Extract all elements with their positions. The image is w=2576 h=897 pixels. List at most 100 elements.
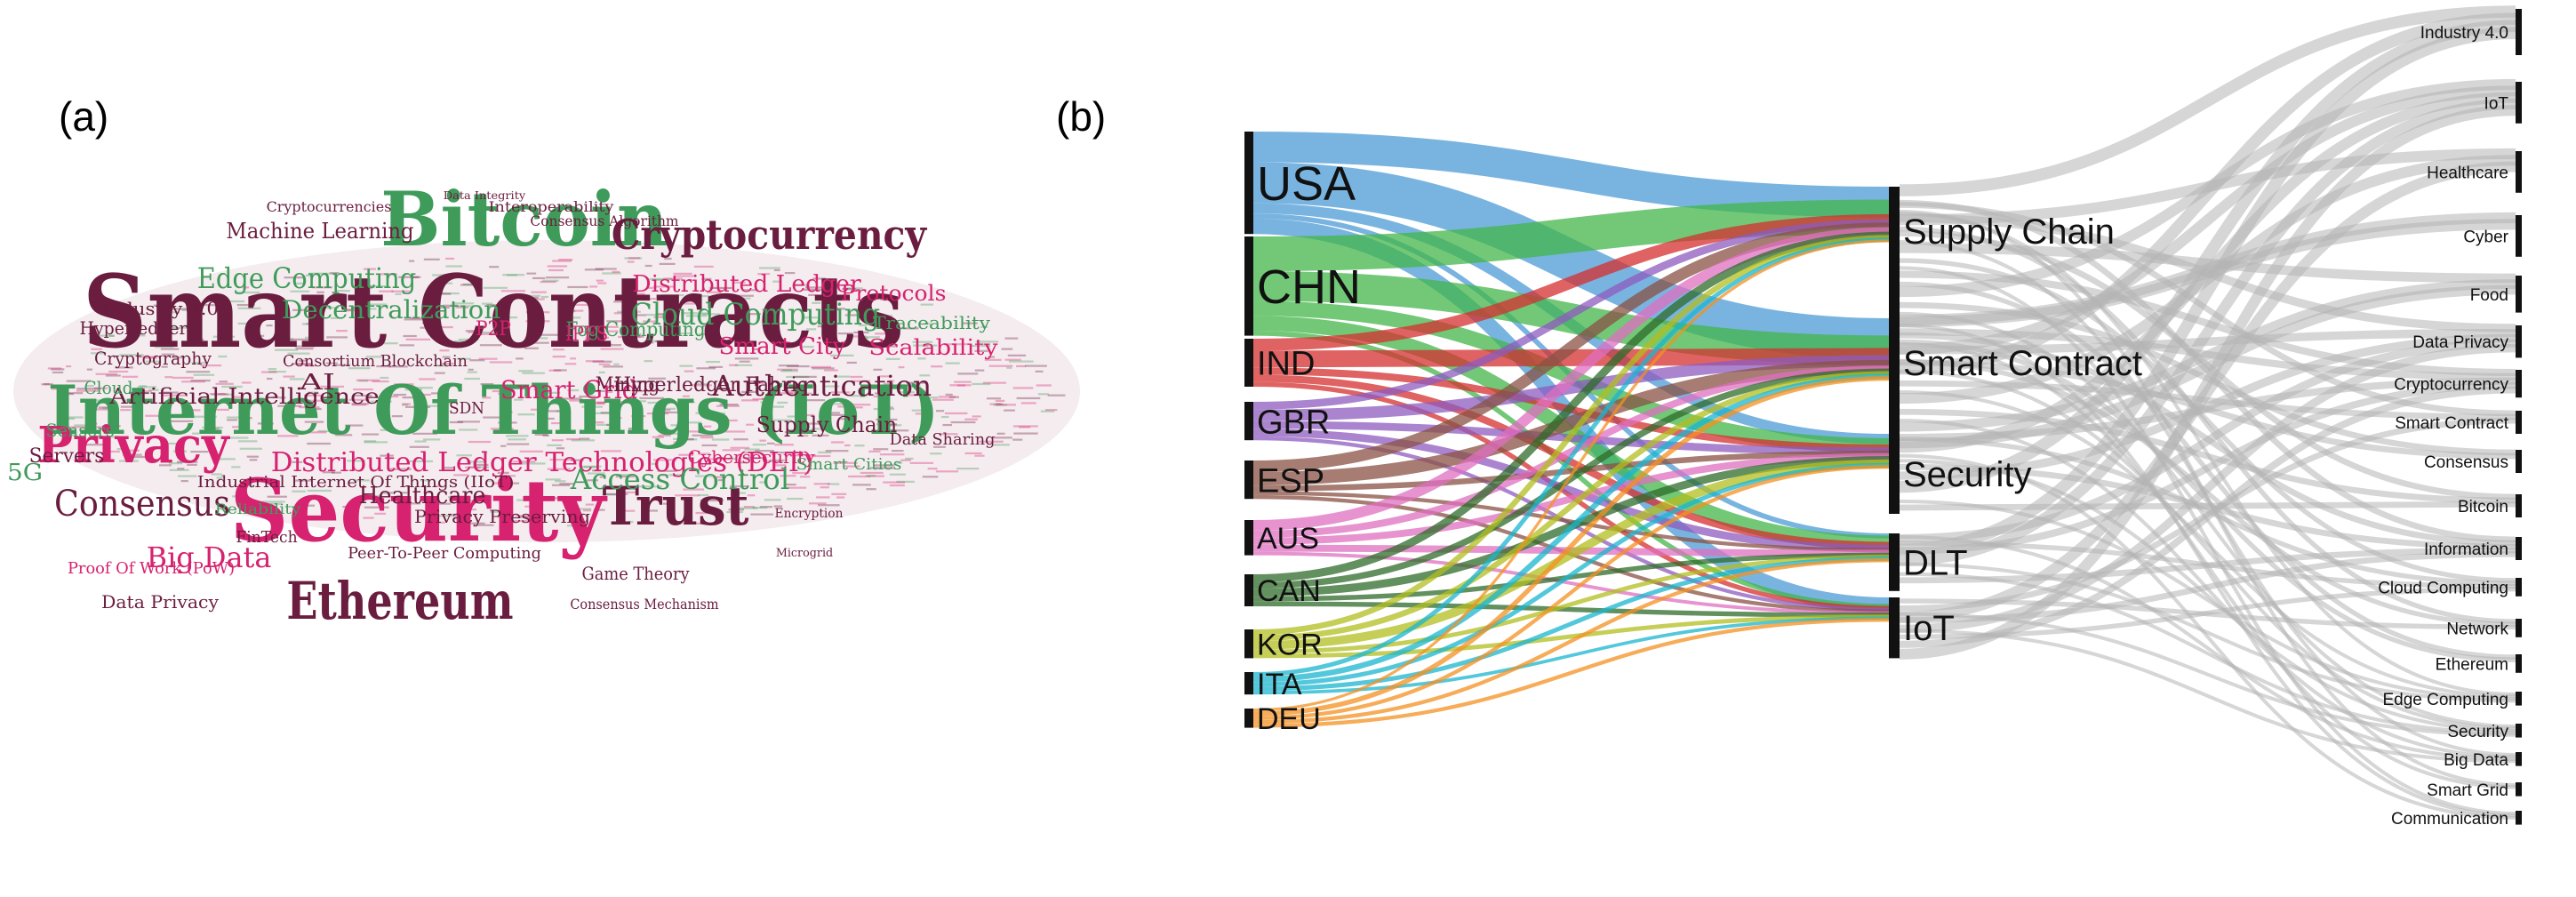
word-cloud-texture (307, 489, 332, 493)
word-fintech: FinTech (236, 528, 298, 547)
word-cloud-texture (552, 356, 566, 358)
word-cloud-texture (639, 396, 664, 400)
word-cloud-texture (539, 333, 559, 336)
word-cloud-texture (873, 368, 883, 371)
word-cloud-texture (379, 290, 394, 292)
word-cloud-texture (216, 408, 229, 411)
word-cloud-texture (178, 475, 197, 477)
word-cloud-texture (944, 343, 969, 346)
word-cloud-texture (974, 454, 985, 457)
word-cloud-texture (453, 517, 470, 520)
word-cloud-texture (161, 353, 175, 356)
word-cloud-texture (962, 322, 978, 324)
word-cloud-texture (160, 348, 180, 350)
node-country-ita (1244, 672, 1253, 695)
word-cloud-texture (115, 366, 133, 369)
word-cloud-texture (211, 473, 222, 476)
word-cloud-texture (500, 482, 520, 485)
word-cloud-texture (711, 438, 730, 441)
label-keyword-security: Security (2447, 723, 2508, 741)
label-keyword-industry-4-0: Industry 4.0 (2420, 24, 2508, 43)
word-cloud-texture (656, 312, 672, 316)
word-cloud-texture (584, 268, 604, 271)
word-cloud-texture (681, 433, 687, 436)
word-cloud-texture (566, 525, 576, 527)
word-cloud-texture (685, 315, 708, 317)
word-cloud-texture (489, 361, 513, 364)
word-cloud-texture (169, 469, 189, 471)
word-cloud-texture (395, 292, 402, 295)
word-cloud-texture (545, 478, 561, 481)
word-cloud-texture (541, 402, 563, 405)
word-cloud-texture (434, 372, 445, 374)
word-cloud-texture (453, 474, 468, 477)
word-cloud-texture (898, 366, 905, 369)
word-cloud-texture (294, 282, 305, 285)
word-cloud-texture (813, 483, 830, 485)
word-cloud-texture (231, 396, 244, 398)
word-cloud-texture (875, 332, 888, 335)
word-cloud-texture (712, 286, 732, 290)
word-cloud-texture (879, 315, 892, 317)
word-cloud-texture (723, 419, 738, 422)
word-cloud-texture (729, 364, 739, 366)
word-proof-of-work-pow: Proof Of Work (PoW) (68, 559, 235, 578)
word-internet-of-things-iot: Internet Of Things (IoT) (47, 371, 939, 450)
word-cloud-texture (690, 384, 712, 387)
word-cloud-texture (876, 418, 898, 421)
word-cloud-texture (964, 418, 978, 420)
word-cloud-texture (618, 509, 636, 512)
word-cloud-texture (497, 516, 509, 518)
word-cloud-texture (434, 485, 443, 487)
word-cloud-texture (896, 384, 921, 387)
word-cloud-texture (526, 272, 537, 275)
word-cloud-texture (500, 424, 507, 427)
word-cloud-texture (585, 360, 604, 363)
word-cloud-texture (572, 303, 589, 307)
label-keyword-cryptocurrency: Cryptocurrency (2394, 376, 2508, 395)
link-deu-supply-chain (1252, 239, 1890, 712)
word-cloud-texture (540, 280, 556, 284)
word-cloud-texture (587, 479, 598, 482)
word-cloud-texture (1006, 366, 1012, 369)
word-cloud-texture (741, 289, 757, 292)
word-cloud-texture (816, 496, 830, 499)
word-cloud-texture (683, 522, 706, 525)
word-artificial-intelligence: Artificial Intelligence (108, 384, 380, 409)
word-cloud-texture (942, 423, 953, 427)
word-cloud-texture (312, 286, 333, 289)
sankey-country-topic-links (1252, 132, 1890, 728)
word-cloud-texture (65, 426, 88, 428)
word-cloud-texture (465, 466, 481, 469)
word-cloud-texture (116, 448, 124, 451)
word-cloud-texture (889, 484, 905, 487)
word-servers: Servers (29, 445, 105, 468)
word-cloud-texture (502, 274, 525, 276)
word-cloud-texture (500, 444, 507, 447)
word-cloud-texture (466, 461, 485, 463)
word-cloud-texture (730, 446, 750, 449)
word-cloud-texture (514, 398, 524, 401)
word-cloud-texture (653, 285, 676, 288)
word-cloud-texture (612, 270, 620, 274)
word-cloud-texture (880, 424, 902, 427)
word-cloud-texture (304, 336, 312, 339)
word-cloud-texture (336, 330, 348, 332)
word-cloud-texture (335, 434, 353, 436)
word-cloud-texture (583, 509, 591, 512)
word-cloud-texture (698, 332, 710, 336)
link-kor-iot (1252, 614, 1890, 659)
word-cloud-texture (733, 438, 748, 441)
word-cloud-texture (823, 385, 840, 388)
word-cloud-texture (409, 260, 415, 262)
word-smart-grid: Smart Grid (500, 375, 637, 404)
word-cloud-texture (924, 322, 931, 325)
word-cloud-texture (684, 370, 694, 372)
word-edge-computing: Edge Computing (197, 261, 416, 295)
word-cloud-texture (538, 417, 555, 420)
word-cloud-texture (170, 311, 180, 314)
word-cloud-texture (606, 320, 625, 323)
word-cloud-texture (1016, 396, 1041, 400)
word-cloud-texture (925, 396, 939, 399)
word-access-control: Access Control (570, 462, 789, 496)
